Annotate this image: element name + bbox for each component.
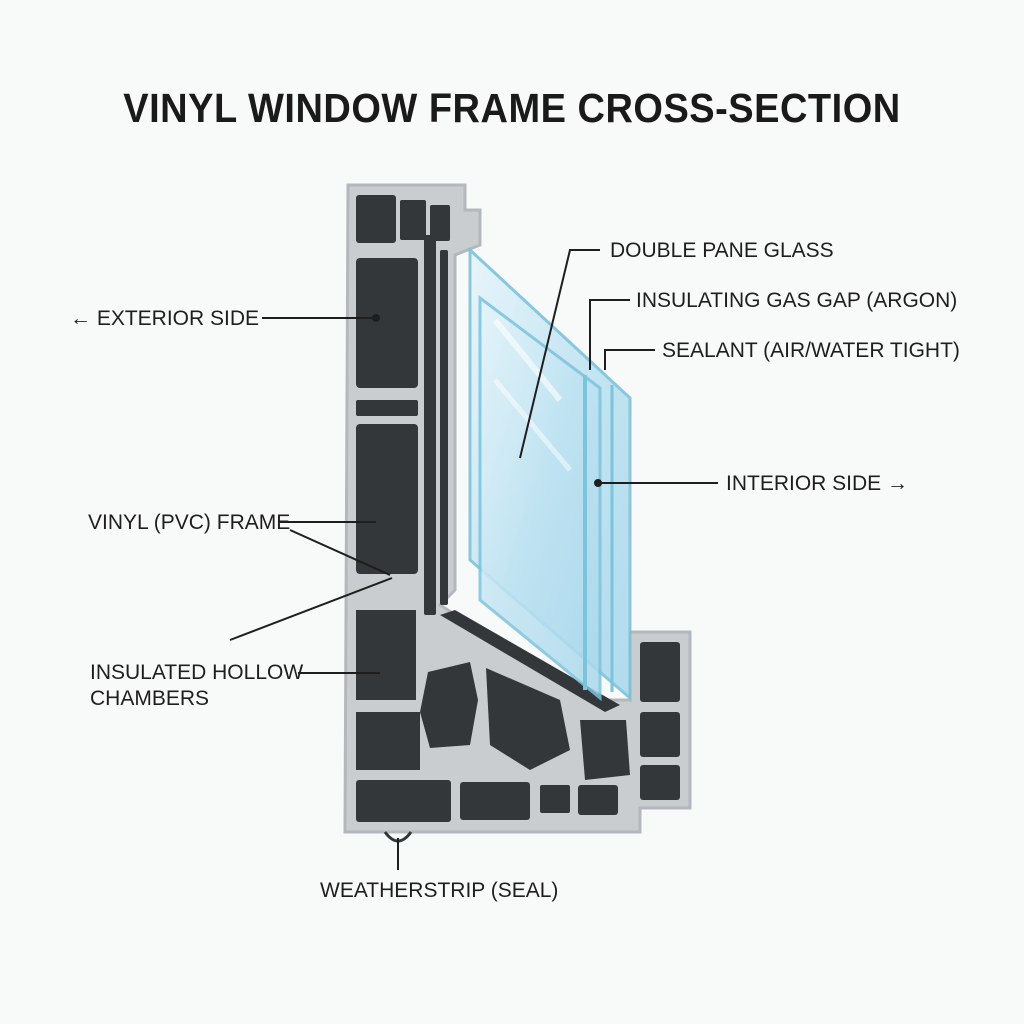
hollow-chambers-label-line2: CHAMBERS xyxy=(90,687,210,710)
chamber xyxy=(486,668,570,770)
chamber xyxy=(640,712,680,757)
leader-dot xyxy=(594,479,602,487)
chamber xyxy=(430,205,450,241)
page-title: VINYL WINDOW FRAME CROSS-SECTION xyxy=(123,86,901,132)
chamber xyxy=(356,258,418,388)
chamber xyxy=(420,662,478,748)
leader-hollow-2 xyxy=(229,577,393,641)
chamber xyxy=(356,424,418,574)
chamber xyxy=(440,250,448,605)
double-pane-glass xyxy=(468,246,632,702)
glass-reflection xyxy=(492,318,563,402)
chamber xyxy=(440,610,620,712)
leader-sealant xyxy=(604,349,655,370)
chamber xyxy=(540,785,570,813)
chamber xyxy=(578,785,618,815)
chamber xyxy=(640,765,680,800)
interior-side-label: INTERIOR SIDE → xyxy=(726,472,909,495)
chamber xyxy=(356,195,396,243)
vinyl-frame-label: VINYL (PVC) FRAME xyxy=(88,511,291,534)
leader-vinyl-frame-2 xyxy=(289,529,391,576)
leader-gas-gap xyxy=(589,299,630,370)
chamber xyxy=(356,610,416,700)
chamber xyxy=(460,782,530,820)
hollow-chambers-label-line1: INSULATED HOLLOW xyxy=(90,661,304,684)
chamber xyxy=(356,712,420,770)
exterior-side-label: ← EXTERIOR SIDE xyxy=(70,307,260,330)
chamber xyxy=(356,780,451,822)
chamber xyxy=(580,720,630,780)
leader-double-pane xyxy=(519,249,600,459)
chamber xyxy=(640,642,680,702)
double-pane-glass-label: DOUBLE PANE GLASS xyxy=(610,239,834,262)
hollow-chambers xyxy=(356,195,680,822)
leader-lines xyxy=(229,249,718,870)
chamber xyxy=(356,400,418,416)
chamber xyxy=(424,235,436,615)
glass-reflection xyxy=(493,378,572,472)
sealant-label: SEALANT (AIR/WATER TIGHT) xyxy=(662,339,960,362)
leader-dot xyxy=(372,314,380,322)
weatherstrip-label: WEATHERSTRIP (SEAL) xyxy=(320,879,559,902)
gas-gap-label: INSULATING GAS GAP (ARGON) xyxy=(636,289,958,312)
chamber xyxy=(400,200,426,240)
